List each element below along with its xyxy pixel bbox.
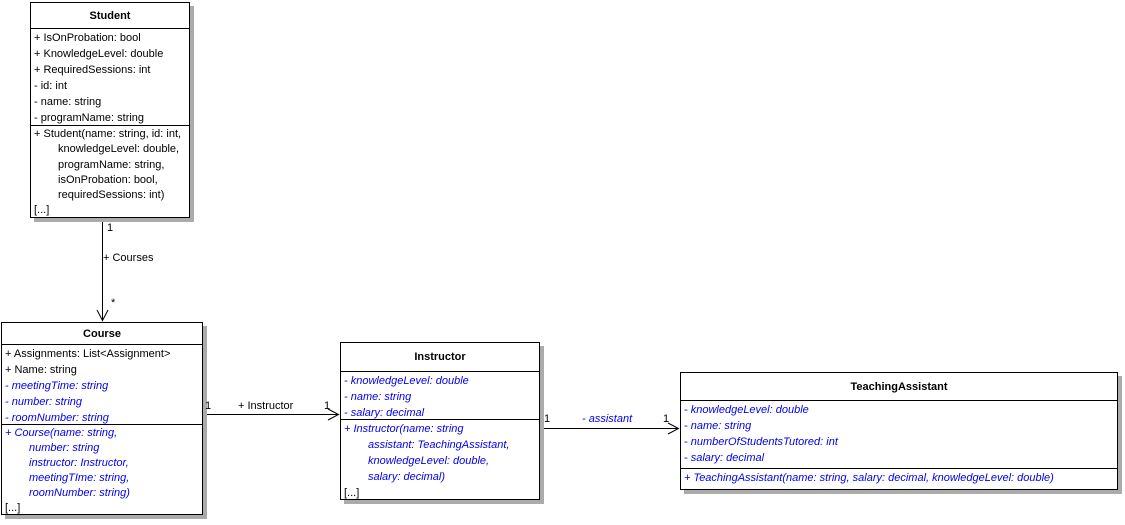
class-box-student[interactable]: Student + IsOnProbation: bool + Knowledge… [30, 2, 190, 218]
member-row: + Name: string [5, 364, 77, 376]
member-row: assistant: TeachingAssistant, [368, 439, 510, 451]
attributes-compartment: - knowledgeLevel: double - name: string - … [681, 401, 1117, 469]
open-arrowhead-right-icon [667, 422, 680, 435]
association-name-label: + Instructor [238, 400, 294, 412]
member-row: - meetingTime: string [5, 380, 109, 392]
multiplicity-target: * [111, 297, 116, 309]
member-row: roomNumber: string) [29, 487, 130, 500]
member-row: - name: string [34, 96, 102, 108]
methods-compartment: + Course(name: string, number: string inst… [2, 425, 202, 515]
member-row: - numberOfStudentsTutored: int [684, 436, 838, 448]
class-box-course[interactable]: Course + Assignments: List<Assignment>+ … [1, 322, 203, 515]
member-row: + Assignments: List<Assignment> [5, 348, 171, 360]
class-title: Course [2, 323, 202, 345]
methods-compartment: + Student(name: string, id: int, knowledg… [31, 126, 189, 217]
association-name-label: - assistant [582, 413, 633, 425]
multiplicity-target: 1 [324, 400, 331, 412]
multiplicity-source: 1 [107, 222, 114, 234]
member-row: - knowledgeLevel: double [684, 404, 809, 416]
class-title: Instructor [341, 343, 539, 372]
class-title: Student [31, 3, 189, 29]
member-row: + Instructor(name: string [344, 423, 464, 435]
member-row: - name: string [684, 420, 752, 432]
member-row: meetingTIme: string, [29, 472, 130, 485]
open-arrowhead-down-icon [96, 309, 109, 322]
member-row: - salary: decimal [344, 407, 425, 419]
member-row: + RequiredSessions: int [34, 64, 151, 76]
member-row: - knowledgeLevel: double [344, 375, 469, 387]
member-row: + KnowledgeLevel: double [34, 48, 164, 60]
multiplicity-source: 1 [205, 400, 212, 412]
attributes-compartment: - knowledgeLevel: double - name: string - … [341, 372, 539, 420]
multiplicity-target: 1 [663, 413, 670, 425]
member-row: - salary: decimal [684, 452, 765, 464]
member-row: isOnProbation: bool, [58, 173, 158, 186]
member-row: [...] [34, 204, 50, 217]
member-row: - number: string [5, 396, 83, 408]
member-row: + IsOnProbation: bool [34, 32, 141, 44]
member-row: knowledgeLevel: double, [368, 455, 490, 467]
member-row: + Student(name: string, id: int, [34, 128, 182, 140]
member-row: + Course(name: string, [5, 427, 118, 439]
methods-compartment: + TeachingAssistant(name: string, salary… [681, 469, 1117, 489]
attributes-compartment: + IsOnProbation: bool + KnowledgeLevel: d… [31, 29, 189, 126]
member-row: requiredSessions: int) [58, 189, 165, 202]
class-box-instructor[interactable]: Instructor - knowledgeLevel: double - nam… [340, 342, 540, 500]
member-row: - programName: string [34, 112, 145, 124]
member-row: knowledgeLevel: double, [58, 143, 180, 156]
class-box-teachingassistant[interactable]: TeachingAssistant - knowledgeLevel: doub… [680, 372, 1118, 490]
member-row: programName: string, [58, 158, 165, 171]
methods-compartment: + Instructor(name: string assistant: Teac… [341, 420, 539, 499]
member-row: - roomNumber: string [5, 412, 109, 424]
attributes-compartment: + Assignments: List<Assignment> + Name: s… [2, 345, 202, 425]
member-row: instructor: Instructor, [29, 457, 129, 470]
member-row: - name: string [344, 391, 412, 403]
member-row: number: string [29, 442, 100, 455]
class-title: TeachingAssistant [681, 373, 1117, 401]
member-row: salary: decimal) [368, 471, 446, 483]
member-row: - id: int [34, 80, 68, 92]
member-row: + TeachingAssistant(name: string, salary… [684, 472, 1054, 484]
multiplicity-source: 1 [544, 413, 551, 425]
association-name-label: + Courses [103, 252, 154, 264]
member-row: [...] [344, 487, 360, 499]
member-row: [...] [5, 502, 21, 515]
